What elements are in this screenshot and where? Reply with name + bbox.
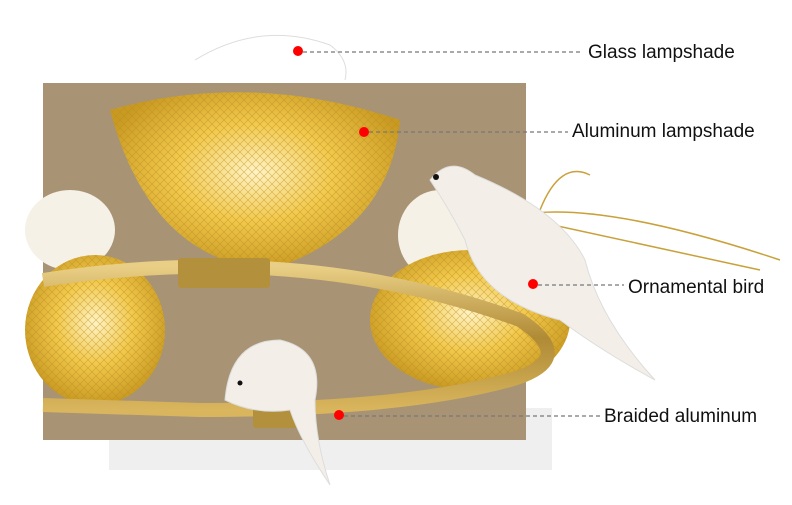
callout-lines (303, 51, 624, 417)
callout-label-aluminum-lampshade: Aluminum lampshade (572, 121, 755, 142)
nest-top (110, 92, 400, 270)
glass-lampshade-outline (194, 34, 347, 81)
marker-dot-glass-lampshade (293, 46, 303, 56)
callout-label-glass-lampshade: Glass lampshade (588, 42, 735, 63)
glass-globe-left (25, 190, 115, 270)
bird-large (429, 165, 656, 381)
bird-small (224, 339, 331, 486)
nest-left (25, 255, 165, 405)
marker-dot-braided-aluminum (334, 410, 344, 420)
marker-dot-ornamental-bird (528, 279, 538, 289)
callout-label-braided-aluminum: Braided aluminum (604, 406, 758, 427)
callout-label-ornamental-bird: Ornamental bird (628, 277, 765, 298)
marker-dot-aluminum-lampshade (359, 127, 369, 137)
